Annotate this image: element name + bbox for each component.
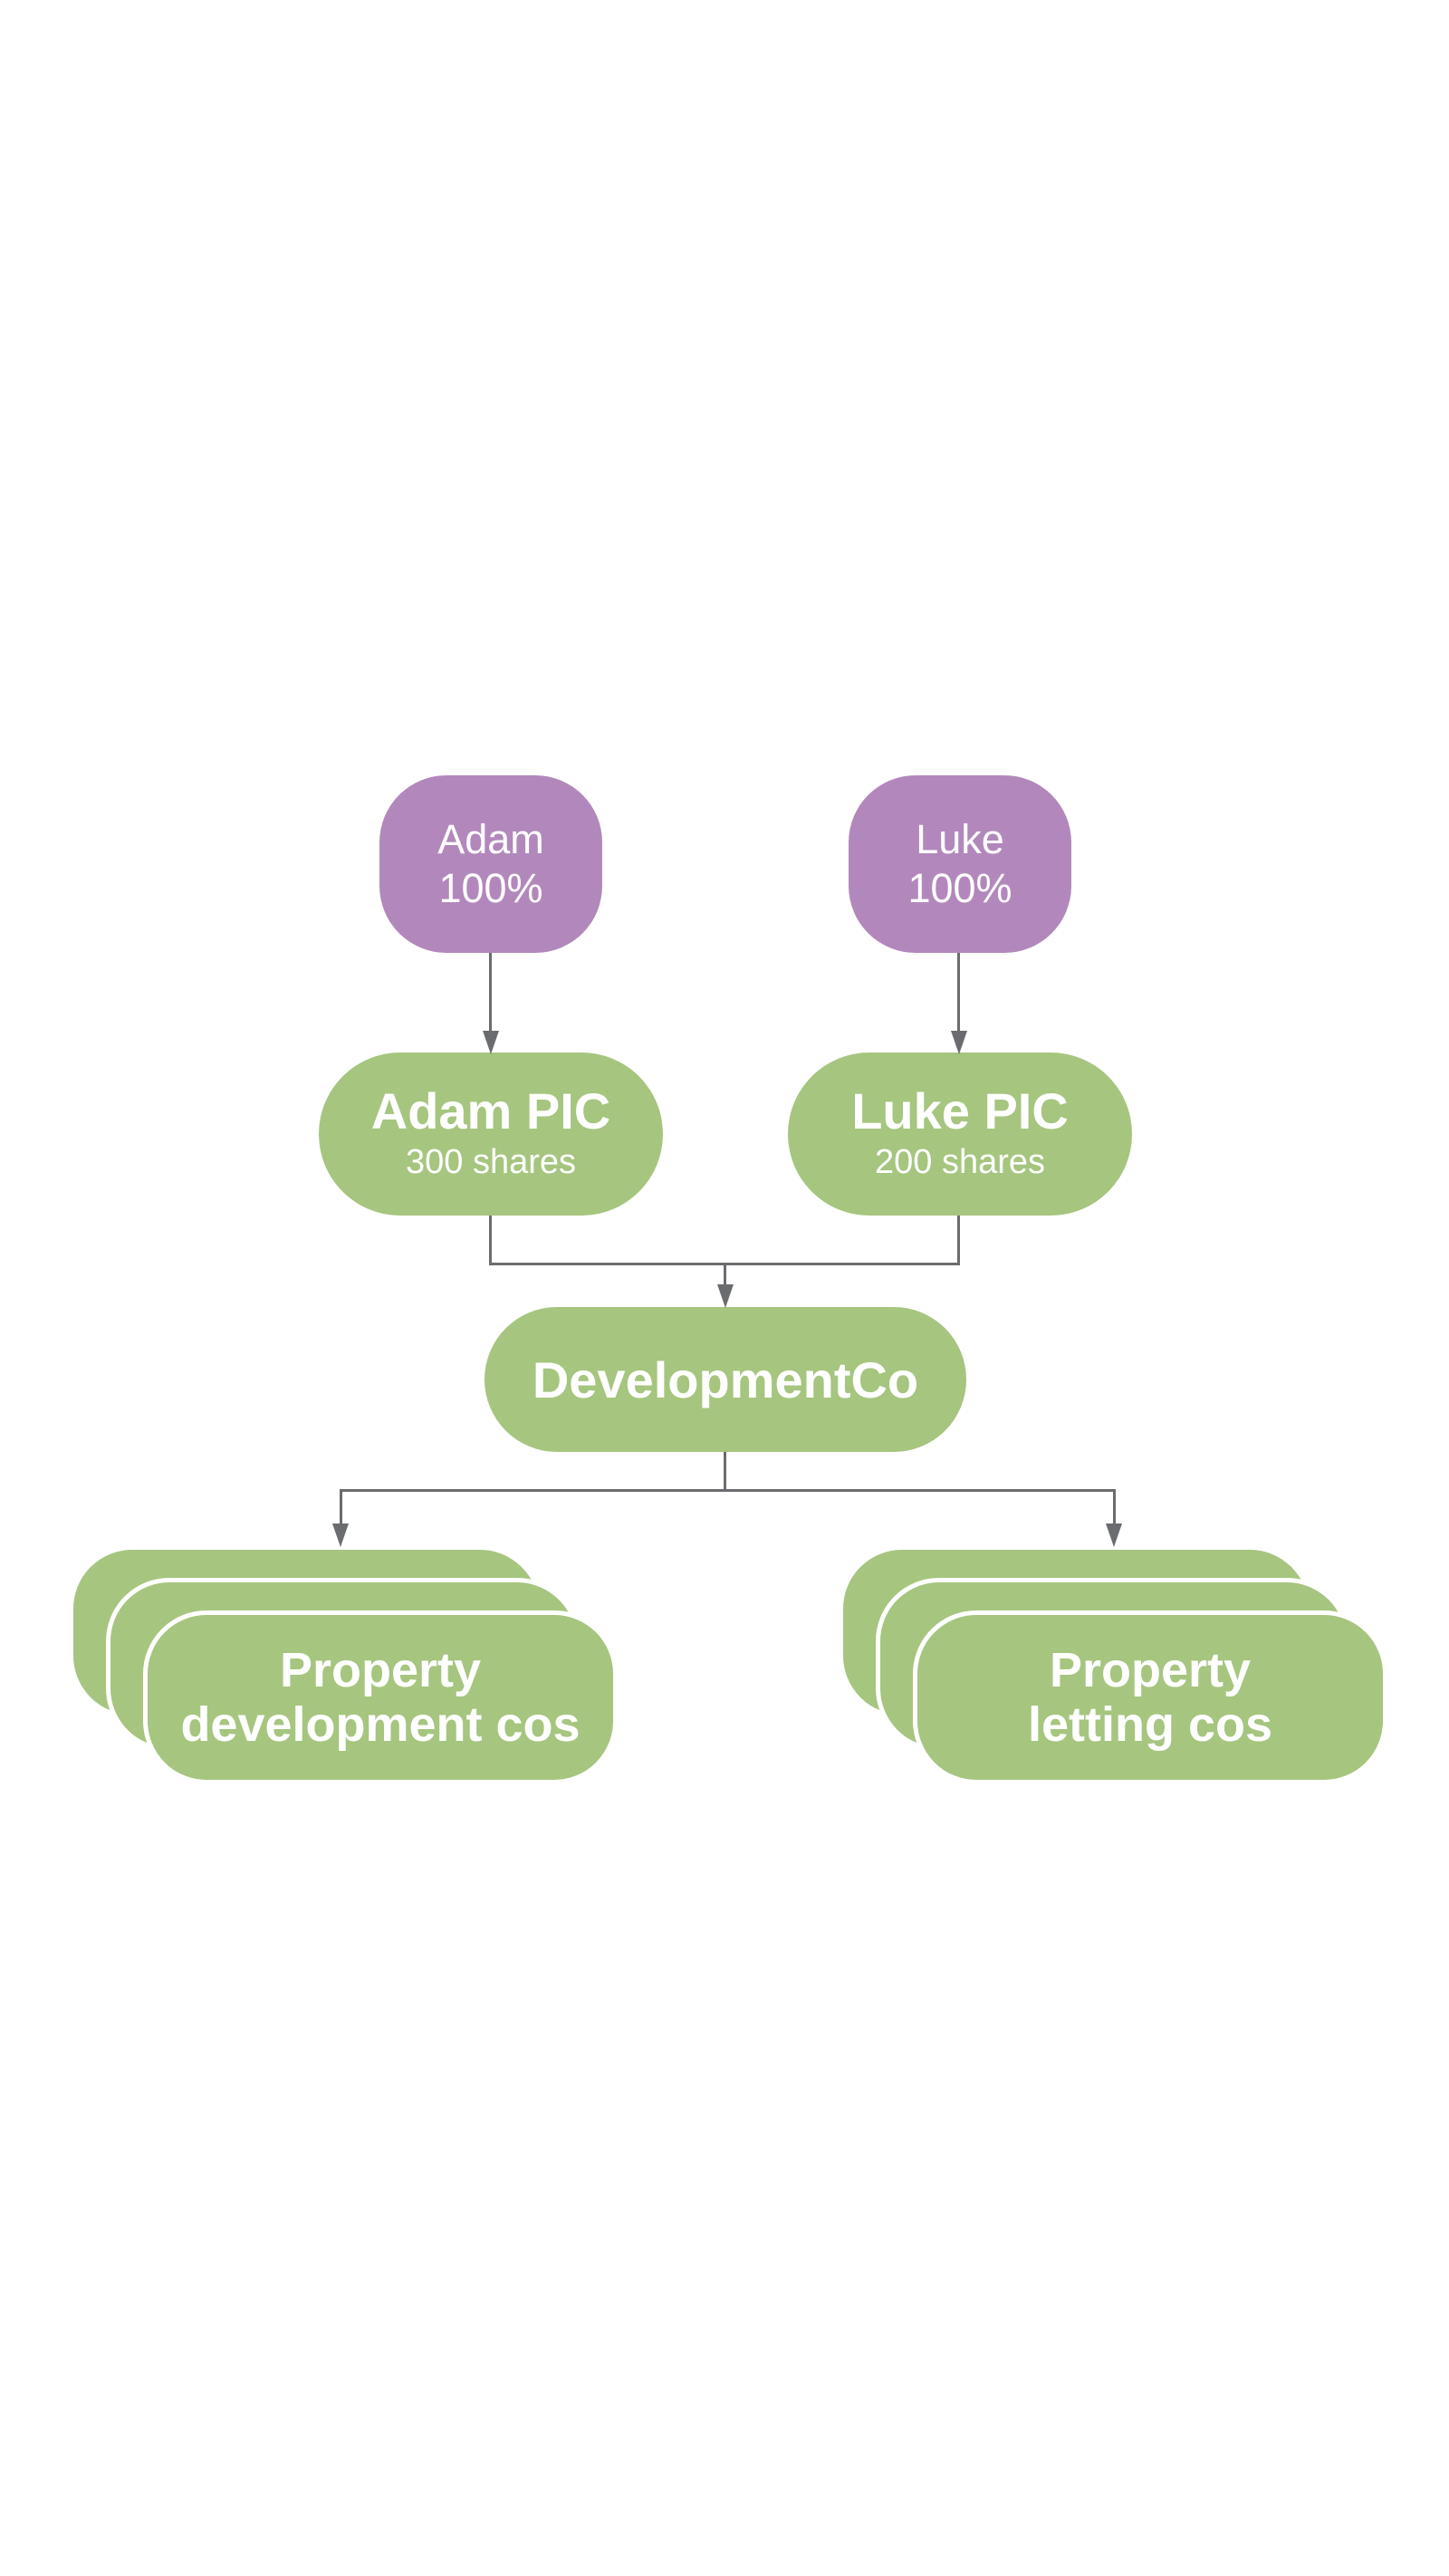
group-label-line2: development cos [180,1697,581,1752]
node-owner-luke: Luke 100% [849,775,1071,953]
connector-luke-to-lukepic [957,953,960,1033]
owner-share: 100% [907,865,1012,911]
connector-devco-drop [724,1452,726,1492]
connector-to-letting-cos [1113,1489,1116,1525]
group-label-line1: Property [1049,1642,1252,1697]
company-title: DevelopmentCo [532,1350,919,1408]
arrowhead-down-icon [951,1031,967,1054]
arrowhead-down-icon [332,1523,349,1547]
pic-title: Luke PIC [851,1081,1069,1139]
connector-lukepic-drop [957,1216,960,1265]
owner-share: 100% [438,865,543,911]
pic-subtitle: 200 shares [874,1142,1045,1181]
node-luke-pic: Luke PIC 200 shares [788,1053,1132,1216]
node-property-development-cos: Property development cos [143,1610,618,1784]
node-owner-adam: Adam 100% [379,775,602,953]
pic-title: Adam PIC [370,1081,611,1139]
arrowhead-down-icon [717,1284,734,1308]
connector-subsidiaries-spread [340,1489,1116,1492]
owner-name: Luke [916,816,1004,862]
owner-name: Adam [437,816,544,862]
node-developmentco: DevelopmentCo [485,1307,966,1452]
group-label-line2: letting cos [1027,1697,1273,1752]
pic-subtitle: 300 shares [405,1142,576,1181]
arrowhead-down-icon [483,1031,499,1054]
arrowhead-down-icon [1106,1523,1122,1547]
connector-join-to-devco [724,1263,726,1288]
node-adam-pic: Adam PIC 300 shares [319,1053,663,1216]
connector-adampic-drop [489,1216,492,1265]
connector-adam-to-adampic [489,953,492,1033]
connector-to-development-cos [340,1489,342,1525]
group-label-line1: Property [279,1642,482,1697]
node-property-letting-cos: Property letting cos [913,1610,1387,1784]
